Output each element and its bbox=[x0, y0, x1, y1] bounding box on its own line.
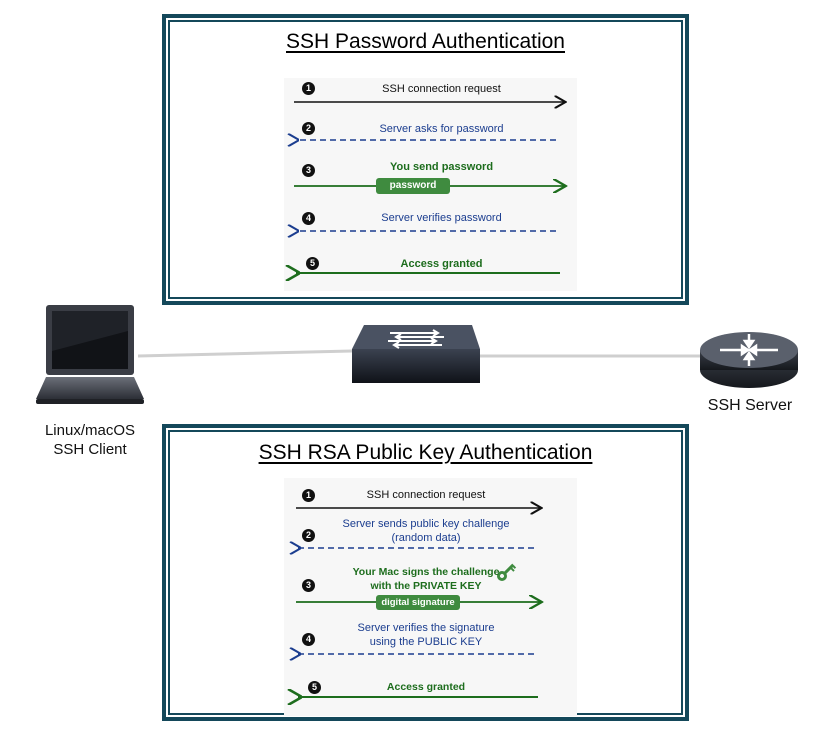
key-icon bbox=[497, 563, 517, 581]
rsa-step-5-label: Access granted bbox=[386, 681, 466, 693]
rsa-step-3-number: 3 bbox=[302, 579, 315, 592]
rsa-auth-panel: SSH RSA Public Key Authentication 1 SSH … bbox=[162, 424, 689, 721]
step-1-number: 1 bbox=[302, 82, 315, 95]
rsa-step-2-label: Server sends public key challenge bbox=[342, 518, 510, 530]
rsa-panel-title: SSH RSA Public Key Authentication bbox=[258, 441, 593, 464]
step-3-number: 3 bbox=[302, 164, 315, 177]
client-label: Linux/macOS SSH Client bbox=[30, 421, 150, 459]
rsa-step-2-number: 2 bbox=[302, 529, 315, 542]
switch-icon bbox=[352, 325, 480, 383]
step-4-label: Server verifies password bbox=[381, 212, 502, 224]
laptop-icon bbox=[36, 305, 144, 404]
step-5-number: 5 bbox=[306, 257, 319, 270]
step-2-label: Server asks for password bbox=[379, 123, 504, 135]
rsa-step-4-label: Server verifies the signature bbox=[357, 622, 495, 634]
rsa-step-4-sublabel: using the PUBLIC KEY bbox=[369, 636, 483, 648]
digital-signature-badge: digital signature bbox=[376, 595, 460, 610]
rsa-flow: 1 SSH connection request 2 Server sends … bbox=[284, 478, 577, 716]
step-5-label: Access granted bbox=[400, 258, 483, 270]
server-label: SSH Server bbox=[707, 397, 793, 414]
rsa-step-2-sublabel: (random data) bbox=[391, 532, 461, 544]
rsa-step-3-sublabel: with the PRIVATE KEY bbox=[370, 580, 482, 592]
client-label-line2: SSH Client bbox=[53, 441, 127, 458]
router-icon bbox=[700, 332, 798, 388]
password-auth-panel: SSH Password Authentication 1 SSH connec… bbox=[162, 14, 689, 305]
step-1-label: SSH connection request bbox=[382, 83, 501, 95]
rsa-step-1-number: 1 bbox=[302, 489, 315, 502]
password-badge: password bbox=[376, 178, 450, 194]
rsa-step-3-label: Your Mac signs the challenge bbox=[352, 566, 500, 578]
step-4-number: 4 bbox=[302, 212, 315, 225]
password-flow: 1 SSH connection request 2 Server asks f… bbox=[284, 78, 577, 291]
step-2-number: 2 bbox=[302, 122, 315, 135]
client-label-line1: Linux/macOS bbox=[44, 422, 136, 439]
rsa-step-4-number: 4 bbox=[302, 633, 315, 646]
step-3-label: You send password bbox=[389, 161, 494, 173]
password-panel-title: SSH Password Authentication bbox=[286, 30, 565, 53]
rsa-step-1-label: SSH connection request bbox=[366, 489, 486, 501]
rsa-step-5-number: 5 bbox=[308, 681, 321, 694]
